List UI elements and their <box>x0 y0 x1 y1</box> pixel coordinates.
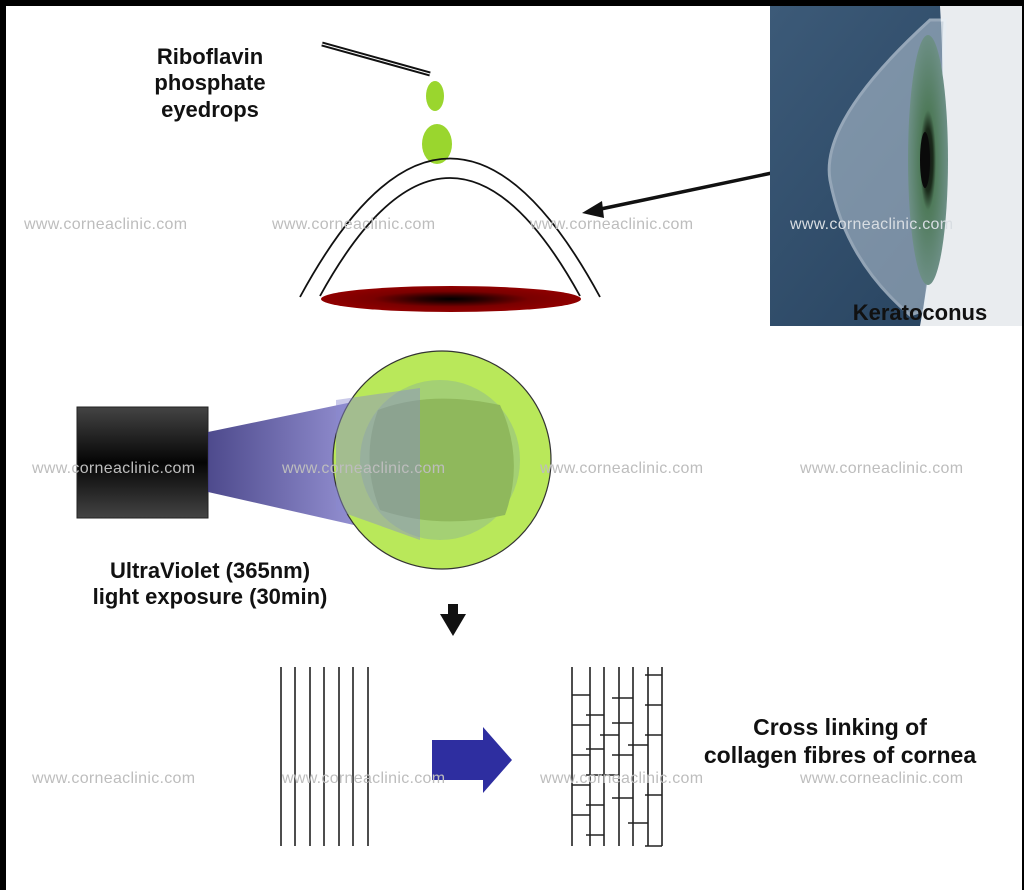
label-line: UltraViolet (365nm) <box>109 558 311 583</box>
label-uv: UltraViolet (365nm) light exposure (30mi… <box>60 558 360 611</box>
label-line: phosphate <box>154 70 266 96</box>
keratoconus-photo <box>770 6 1022 326</box>
watermark: www.corneaclinic.com <box>790 216 954 233</box>
watermark: www.corneaclinic.com <box>800 770 964 787</box>
cornea-cross-section <box>299 157 601 312</box>
watermark: www.corneaclinic.com <box>530 216 694 233</box>
down-arrow-icon <box>440 604 466 636</box>
watermark: www.corneaclinic.com <box>540 460 704 477</box>
eyedrop-large <box>422 124 452 164</box>
watermark: www.corneaclinic.com <box>32 770 196 787</box>
collagen-fibres-before <box>280 667 369 846</box>
watermark: www.corneaclinic.com <box>32 460 196 477</box>
label-line: Cross linking of <box>753 714 927 740</box>
uv-lamp <box>76 406 209 519</box>
collagen-fibres-crosslinked <box>571 667 663 847</box>
watermark: www.corneaclinic.com <box>540 770 704 787</box>
label-line: Riboflavin <box>156 44 264 69</box>
watermark: www.corneaclinic.com <box>24 216 188 233</box>
eyedrop-small <box>426 81 444 111</box>
label-line: eyedrops <box>161 96 259 122</box>
watermark: www.corneaclinic.com <box>800 460 964 477</box>
label-line: light exposure (30min) <box>92 584 328 610</box>
label-keratoconus: Keratoconus <box>852 300 988 325</box>
dropper-icon <box>321 41 431 77</box>
eye-front-view <box>332 350 552 570</box>
watermark: www.corneaclinic.com <box>282 770 446 787</box>
label-eyedrops: Riboflavin phosphate eyedrops <box>120 44 300 123</box>
transition-arrow-icon <box>432 727 512 793</box>
watermark: www.corneaclinic.com <box>272 216 436 233</box>
label-crosslink: Cross linking of collagen fibres of corn… <box>675 714 1005 769</box>
label-line: collagen fibres of cornea <box>703 741 977 768</box>
watermark: www.corneaclinic.com <box>282 460 446 477</box>
